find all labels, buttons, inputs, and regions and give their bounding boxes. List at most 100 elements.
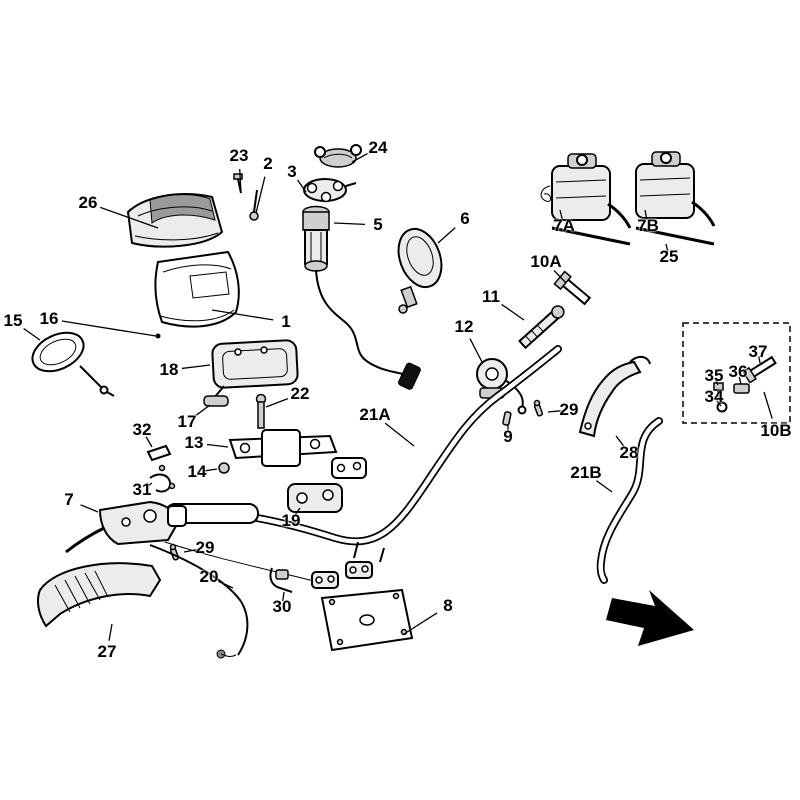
bolt-22: [255, 393, 267, 429]
part-label-25: 25: [659, 247, 679, 266]
clamp-19: [287, 483, 343, 513]
leader-line-11: [501, 303, 525, 321]
leader-line-3: [297, 179, 307, 193]
lever-25: [551, 226, 715, 246]
part-label-23: 23: [229, 146, 249, 165]
lever-assembly-7b: [635, 151, 716, 227]
part-label-9: 9: [503, 427, 513, 446]
leader-line-10B: [763, 391, 773, 419]
part-label-18: 18: [159, 360, 179, 379]
ignition-wire: [315, 269, 421, 390]
brake-lever-7: [65, 500, 187, 554]
part-label-34: 34: [704, 387, 724, 406]
part-label-24: 24: [368, 138, 388, 157]
leader-line-16: [61, 320, 157, 337]
leader-line-22: [265, 398, 289, 408]
leader-line-32: [145, 436, 153, 448]
part-label-3: 3: [287, 162, 297, 181]
leader-line-28: [615, 435, 625, 447]
leader-line-13: [206, 443, 229, 448]
part-label-32: 32: [132, 420, 152, 439]
part-label-7A: 7A: [553, 216, 575, 235]
mirror-15: [31, 331, 115, 397]
leader-line-34: [716, 400, 722, 407]
hardware-kit-box: [682, 322, 791, 424]
leader-line-2: [255, 176, 266, 214]
leader-line-29: [547, 410, 561, 413]
point-16: [155, 333, 161, 339]
part-label-29: 29: [195, 538, 215, 557]
leader-line-17: [195, 404, 211, 416]
leader-line-10A: [553, 269, 567, 284]
part-label-30: 30: [272, 597, 292, 616]
part-label-7: 7: [64, 490, 74, 509]
leader-line-24: [351, 153, 368, 163]
part-label-15: 15: [3, 311, 23, 330]
hand-guard-27: [37, 562, 162, 628]
front-panel-1: [154, 250, 240, 328]
leader-line-7: [80, 504, 99, 513]
part-label-26: 26: [78, 193, 98, 212]
part-label-8: 8: [443, 596, 453, 615]
direction-arrow: [606, 590, 694, 646]
part-label-6: 6: [460, 209, 470, 228]
leader-line-5: [333, 222, 366, 226]
part-label-29: 29: [559, 400, 579, 419]
part-label-16: 16: [39, 309, 59, 328]
leader-line-14: [204, 468, 218, 472]
part-label-21B: 21B: [570, 463, 602, 482]
part-label-7B: 7B: [637, 216, 659, 235]
leader-line-23: [239, 168, 242, 194]
ignition-switch-5: [302, 205, 330, 272]
bracket-28: [578, 356, 651, 438]
bracket-3: [303, 178, 357, 203]
leader-line-1: [211, 309, 274, 321]
leader-line-7B: [644, 209, 648, 220]
ignition-cap-24: [314, 144, 362, 168]
switch-housing-18: [211, 339, 299, 399]
part-label-10A: 10A: [530, 252, 562, 271]
flasher-6: [397, 227, 443, 314]
leader-line-30: [282, 591, 285, 602]
leader-line-6: [437, 227, 456, 244]
bolt-2: [249, 189, 259, 221]
part-label-10B: 10B: [760, 421, 792, 440]
part-label-19: 19: [281, 511, 301, 530]
part-label-2: 2: [263, 154, 273, 173]
part-label-20: 20: [199, 567, 219, 586]
leader-line-35: [715, 379, 719, 386]
part-label-5: 5: [373, 215, 383, 234]
leader-line-27: [108, 623, 113, 641]
bracket-13: [228, 429, 367, 479]
mount-plate-8: [311, 541, 414, 652]
screw-35: [713, 382, 724, 399]
leader-line-21B: [596, 480, 613, 493]
leader-line-7A: [559, 209, 564, 220]
leader-line-18: [181, 364, 211, 370]
part-label-14: 14: [187, 462, 207, 481]
part-label-1: 1: [281, 312, 291, 331]
handlebar-21a: [162, 345, 562, 546]
leader-line-37: [758, 356, 761, 364]
leader-line-21A: [384, 422, 415, 447]
throttle-housing-12: [476, 358, 527, 415]
clamp-17: [203, 395, 229, 407]
leader-line-19: [294, 507, 301, 517]
bolt-37: [741, 355, 777, 384]
pin-29-right: [533, 399, 544, 417]
bracket-30: [269, 567, 293, 593]
leader-lines: [23, 153, 773, 641]
part-label-28: 28: [619, 443, 639, 462]
part-label-13: 13: [184, 433, 204, 452]
leader-line-31: [145, 482, 153, 488]
part-label-22: 22: [290, 384, 310, 403]
part-label-17: 17: [177, 412, 197, 431]
spring-32: [146, 444, 172, 472]
part-label-27: 27: [97, 642, 117, 661]
part-label-12: 12: [454, 317, 474, 336]
leader-line-26: [100, 206, 159, 229]
pin-9: [502, 411, 512, 426]
top-cover-26: [126, 193, 224, 248]
lever-assembly-7a: [540, 153, 632, 229]
